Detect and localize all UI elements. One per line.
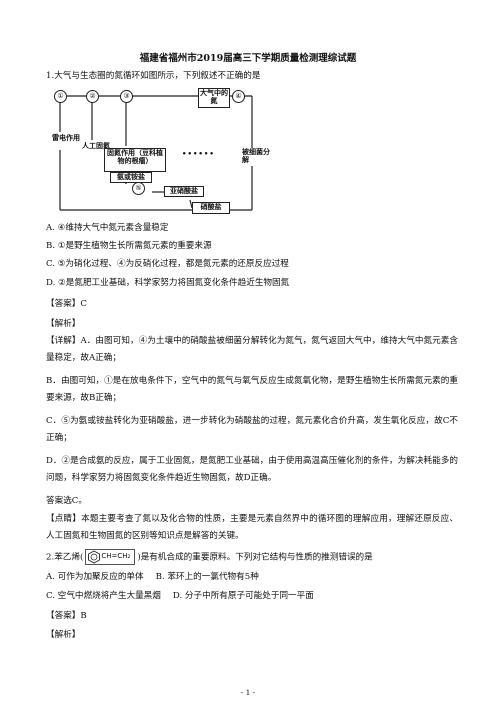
document-title: 福建省福州市2019届高三下学期质量检测理综试题 (139, 53, 357, 64)
q1-answer: 【答案】C (46, 299, 87, 309)
nitrate-box: 硝酸盐 (192, 202, 230, 214)
q2-stem-suffix: )是有机合成的重要原料。下列对它结构与性质的推测错误的是 (137, 552, 373, 563)
marker-1: ① (54, 90, 67, 103)
bacteria-label: 被细菌分解 (242, 148, 270, 164)
q2-analysis-heading: 【解析】 (46, 630, 81, 640)
q1-option-c: C. ⑤为硝化过程、④为反硝化过程，都是氮元素的还原反应过程 (46, 259, 289, 269)
q1-detail-b: B．由图可知，①是在放电条件下，空气中的氮气与氧气反应生成氮氧化物，是野生植物生… (46, 376, 458, 403)
q1-tip: 【点睛】本题主要考查了氮以及化合物的性质，主要是元素自然界中的循环图的理解应用，… (46, 514, 458, 541)
q2-answer: 【答案】B (46, 611, 87, 621)
benzene-ring-icon (88, 550, 101, 564)
q2-options-row-1: A. 可作为加聚反应的单体 B. 苯环上的一氯代物有5种 (46, 571, 460, 583)
q1-detail-c: C．⑤为氨或铵盐转化为亚硝酸盐，进一步转化为硝酸盐的过程，氮元素化合价升高，发生… (46, 416, 458, 443)
q1-analysis-heading: 【解析】 (46, 319, 81, 329)
q1-conclusion: 答案选C。 (46, 496, 87, 506)
ammonium-box: 氨或铵盐 (110, 172, 152, 183)
marker-4: ④ (232, 90, 245, 103)
q2-option-c: C. 空气中燃烧将产生大量黑烟 (46, 591, 161, 601)
nitrogen-cycle-diagram: ① ② ③ ④ ⑤ 大气中的氮 雷电作用 人工固氮 固氮作用（豆科植物的根瘤） … (52, 88, 284, 216)
q2-option-d: D. 分子中所有原子可能处于同一平面 (172, 591, 314, 601)
q2-stem-prefix: 2.苯乙烯( (46, 552, 84, 563)
q2-options-row-2: C. 空气中燃烧将产生大量黑烟 D. 分子中所有原子可能处于同一平面 (46, 590, 460, 602)
artificial-fixation-label: 人工固氮 (82, 142, 110, 150)
q1-detail-a: 【详解】A．由图可知，④为土壤中的硝酸盐被细菌分解转化为氮气，氮气返回大气中，维… (46, 336, 458, 363)
q2-option-a: A. 可作为加聚反应的单体 (46, 572, 144, 582)
page-number: - 1 - (240, 688, 256, 697)
q1-detail-d: D．②是合成氨的反应，属于工业固氮，是氮肥工业基础，由于使用高温高压催化剂的条件… (46, 456, 458, 483)
vinyl-group-label: CH=CH₂ (101, 552, 131, 560)
q1-option-a: A. ④维持大气中氮元素含量稳定 (46, 223, 169, 233)
q2-option-b: B. 苯环上的一氯代物有5种 (155, 572, 259, 582)
q1-option-d: D. ②是氮肥工业基础，科学家努力将固氮变化条件趋近生物固氮 (46, 278, 290, 288)
marker-5: ⑤ (132, 182, 145, 195)
marker-2: ② (86, 90, 99, 103)
lightning-label: 雷电作用 (52, 134, 80, 142)
diagram-arrows (54, 95, 253, 211)
fixation-box: 固氮作用（豆科植物的根瘤） (104, 148, 166, 172)
q1-option-b: B. ①是野生植物生长所需氮元素的重要来源 (46, 241, 212, 251)
styrene-structure: CH=CH₂ (85, 549, 136, 565)
ellipsis-dots: •••••• (182, 150, 215, 158)
question-2-stem: 2.苯乙烯( CH=CH₂ )是有机合成的重要原料。下列对它结构与性质的推测错误的是 (46, 549, 460, 565)
atmospheric-nitrogen-box: 大气中的氮 (198, 88, 230, 108)
nitrite-box: 亚硝酸盐 (164, 186, 204, 197)
question-1-stem: 1.大气与生态圈的氮循环如图所示，下列叙述不正确的是 (46, 71, 261, 81)
marker-3: ③ (120, 90, 133, 103)
